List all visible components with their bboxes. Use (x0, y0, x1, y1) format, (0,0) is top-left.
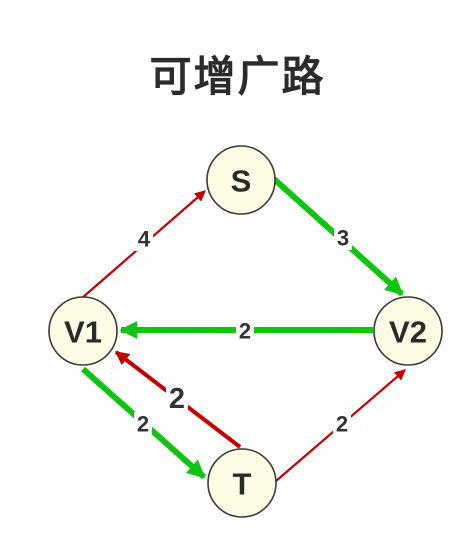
edge-label-bg (333, 412, 351, 436)
edge-label-bg (334, 226, 352, 250)
edge-label-t-v2: 2 (336, 412, 348, 437)
edge-label-bg (236, 319, 254, 343)
diagram-title: 可增广路 (149, 52, 326, 101)
edge-label-s-v2: 3 (337, 226, 349, 251)
node-label-s: S (231, 164, 252, 199)
node-label-v1: V1 (64, 315, 102, 350)
node-t: T (207, 448, 277, 518)
edge-label-bg (166, 384, 188, 414)
edge-label-bg (134, 412, 152, 436)
node-v1: V1 (48, 296, 118, 366)
node-label-t: T (233, 467, 252, 502)
node-label-v2: V2 (389, 315, 427, 350)
edge-label-v1-s: 4 (138, 227, 151, 252)
node-v2: V2 (373, 296, 443, 366)
edge-label-t-v1: 2 (169, 383, 185, 415)
edge-label-v2-v1: 2 (239, 319, 251, 344)
edge-label-bg (135, 227, 153, 251)
node-s: S (206, 145, 276, 215)
edge-label-v1-t: 2 (137, 412, 149, 437)
